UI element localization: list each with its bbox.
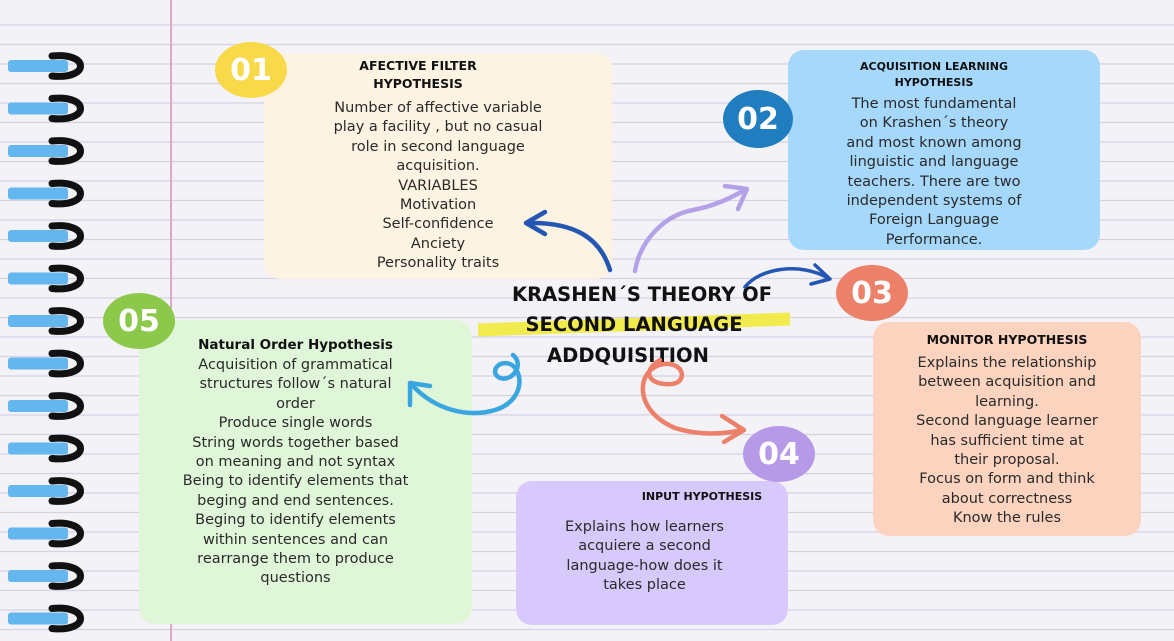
body-line: Beging to identify elements (195, 512, 396, 529)
monitor-hypothesis-title: MONITOR HYPOTHESIS (873, 322, 1141, 349)
spiral-ring (8, 264, 84, 293)
body-line: Personality traits (376, 255, 500, 272)
body-line: takes place (603, 577, 686, 594)
center-title-line-3: ADDQUISITION (547, 344, 709, 367)
number-badge-02: 02 (723, 90, 793, 148)
body-line: their proposal. (954, 452, 1060, 469)
body-line: acquisition. (396, 158, 480, 175)
body-line: within sentences and can (202, 531, 389, 548)
title-line: HYPOTHESIS (373, 76, 463, 91)
number-badge-03: 03 (836, 265, 908, 321)
monitor-hypothesis-body: Explains the relationship between acquis… (873, 354, 1141, 529)
body-line: The most fundamental (851, 96, 1017, 112)
body-line: between acquisition and (918, 374, 1096, 391)
body-line: Know the rules (952, 510, 1062, 527)
body-line: rearrange them to produce (197, 551, 394, 568)
number-badge-05: 05 (103, 293, 175, 349)
body-line: beging and end sentences. (197, 492, 394, 509)
arrow-to-01 (523, 209, 613, 273)
body-line: has sufficient time at (930, 432, 1084, 449)
monitor-hypothesis-box: MONITOR HYPOTHESIS Explains the relation… (873, 322, 1141, 536)
center-title-line-1: KRASHEN´S THEORY OF (511, 283, 773, 306)
title-line: Natural Order Hypothesis (198, 337, 393, 353)
body-line: order (276, 395, 315, 412)
acquisition-learning-box: ACQUISITION LEARNING HYPOTHESIS The most… (788, 50, 1100, 250)
spiral-ring (8, 562, 84, 590)
body-line: Performance. (885, 231, 983, 248)
body-line: questions (260, 570, 331, 587)
spiral-ring (8, 222, 84, 250)
body-line: Produce single words (218, 415, 373, 432)
body-line: Focus on form and think (919, 471, 1095, 488)
input-hypothesis-body: Explains how learners acquiere a second … (501, 518, 788, 596)
spiral-ring (8, 94, 84, 123)
number-badge-01: 01 (215, 42, 287, 98)
body-line: Second language learner (916, 413, 1098, 430)
title-line: ACQUISITION LEARNING (859, 60, 1008, 73)
spiral-ring (8, 434, 84, 463)
spiral-ring (8, 179, 84, 208)
spiral-ring (8, 307, 84, 335)
body-line: String words together based (192, 434, 399, 451)
title-line: AFECTIVE FILTER (359, 58, 477, 73)
spiral-ring (8, 137, 84, 165)
natural-order-box: Natural Order Hypothesis Acquisition of … (139, 320, 472, 624)
affective-filter-box: AFECTIVE FILTER HYPOTHESIS Number of aff… (264, 53, 612, 279)
body-line: play a facility , but no casual (333, 119, 543, 136)
body-line: VARIABLES (398, 177, 478, 194)
arrow-to-05 (407, 352, 522, 416)
spiral-binding (8, 52, 84, 633)
affective-filter-title: AFECTIVE FILTER HYPOTHESIS (224, 53, 612, 93)
body-line: Number of affective variable (334, 100, 542, 116)
spiral-ring (8, 477, 84, 505)
title-highlight-stroke (477, 312, 791, 337)
input-hypothesis-box: INPUT HYPOTHESIS Explains how learners a… (516, 481, 788, 625)
body-line: on meaning and not syntax (195, 454, 396, 471)
natural-order-body: Acquisition of grammatical structures fo… (119, 356, 472, 589)
body-line: linguistic and language (849, 154, 1019, 171)
body-line: Foreign Language (869, 212, 999, 229)
center-title-line-2: SECOND LANGUAGE (525, 313, 743, 336)
body-line: role in second language (351, 138, 525, 155)
body-line: structures follow´s natural (199, 376, 392, 393)
body-line: Motivation (399, 197, 477, 214)
body-line: Self-confidence (382, 216, 494, 233)
arrow-to-03 (743, 263, 832, 289)
spiral-ring (8, 392, 84, 420)
body-line: independent systems of (846, 193, 1022, 210)
body-line: acquiere a second (578, 538, 711, 555)
body-line: on Krashen´s theory (859, 115, 1009, 132)
title-line: INPUT HYPOTHESIS (641, 490, 763, 503)
body-line: Explains the relationship (917, 355, 1097, 371)
spiral-ring (8, 604, 84, 633)
spiral-ring (8, 349, 84, 378)
body-line: teachers. There are two (847, 173, 1021, 190)
body-line: Being to identify elements that (182, 473, 409, 490)
input-hypothesis-title: INPUT HYPOTHESIS (616, 481, 788, 505)
arrow-to-02 (632, 183, 750, 274)
body-line: Explains how learners (565, 519, 724, 535)
body-line: Acquisition of grammatical (198, 357, 393, 373)
arrow-to-04 (640, 357, 747, 445)
body-line: language-how does it (566, 557, 723, 574)
number-badge-04: 04 (743, 426, 815, 482)
title-line: MONITOR HYPOTHESIS (926, 332, 1088, 347)
acquisition-learning-body: The most fundamental on Krashen´s theory… (768, 95, 1100, 250)
spiral-ring (8, 519, 84, 548)
body-line: learning. (975, 393, 1039, 410)
affective-filter-body: Number of affective variable play a faci… (264, 99, 612, 274)
body-line: about correctness (941, 490, 1073, 507)
natural-order-title: Natural Order Hypothesis (119, 320, 472, 354)
spiral-ring (8, 52, 84, 80)
body-line: Anciety (410, 235, 466, 252)
title-line: HYPOTHESIS (894, 76, 974, 89)
acquisition-learning-title: ACQUISITION LEARNING HYPOTHESIS (768, 50, 1100, 91)
body-line: and most known among (846, 134, 1022, 151)
